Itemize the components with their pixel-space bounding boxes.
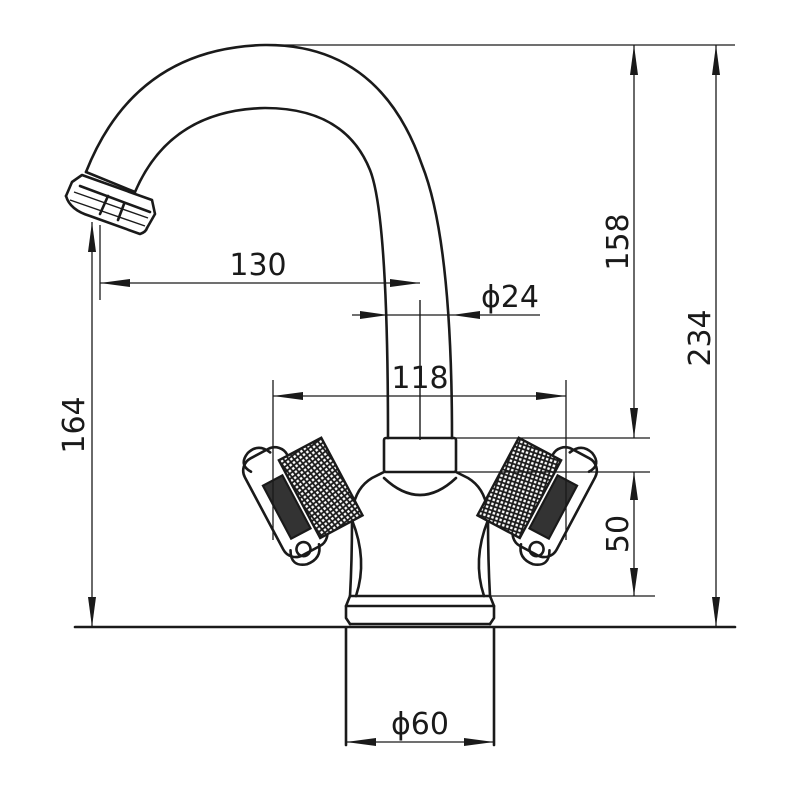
dimension-label-164: 164 [57, 396, 92, 453]
base-shank [344, 626, 496, 747]
aerator [64, 170, 157, 236]
extension-lines [265, 44, 735, 597]
dimension-label-158: 158 [601, 213, 636, 270]
left-handle-knurled-grip [277, 436, 365, 540]
dimension-label-d60: ϕ60 [391, 707, 449, 742]
dimension-label-50: 50 [601, 515, 636, 553]
dimension-body-to-top: 158 [601, 45, 638, 438]
right-handle-knurled-grip [475, 436, 563, 540]
spout-inner-edge [133, 106, 390, 440]
dimension-total-height: 234 [683, 45, 720, 627]
valve-body [348, 470, 492, 598]
spout-outer-edge [84, 43, 454, 440]
dimension-base-diameter: ϕ60 [346, 707, 494, 746]
dimension-label-d24: ϕ24 [481, 280, 539, 315]
dimension-pipe-diameter: ϕ24 [352, 280, 540, 319]
left-handle [241, 436, 365, 567]
dimension-label-234: 234 [683, 309, 718, 366]
right-handle [475, 436, 599, 567]
dimension-spout-reach: 130 [99, 225, 420, 300]
dimension-body-height: 50 [601, 472, 638, 596]
pipe-collar [382, 436, 458, 474]
dimension-label-118: 118 [391, 361, 448, 396]
dimension-label-130: 130 [229, 248, 286, 283]
body-left-waist [350, 518, 363, 598]
body-center-curve [382, 476, 458, 497]
dimension-handle-span: 118 [272, 361, 567, 540]
dimension-spout-height: 164 [57, 222, 96, 627]
body-right-waist [477, 518, 490, 598]
base-flange [344, 594, 496, 626]
